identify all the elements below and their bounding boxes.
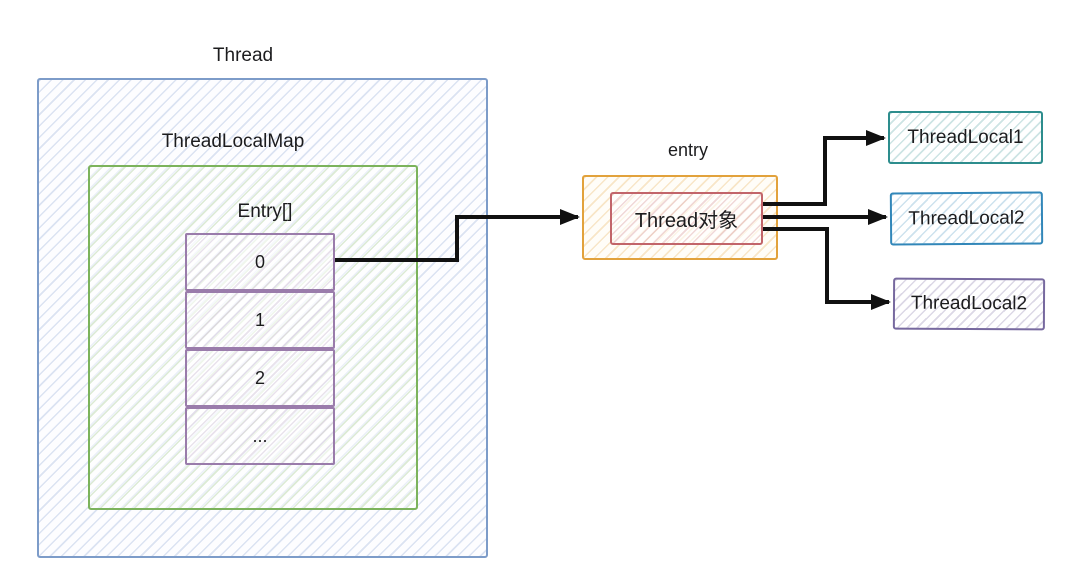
entry-box-title: entry (667, 140, 709, 160)
thread-box-title: Thread (212, 45, 274, 66)
threadlocal1-label: ThreadLocal1 (907, 126, 1024, 148)
entry-cell-1: 1 (185, 291, 335, 349)
entry-cell-more: ... (185, 407, 335, 465)
threadlocal2-purple-box: ThreadLocal2 (892, 277, 1046, 331)
entry-cell-0: 0 (185, 233, 335, 291)
threadlocal2-blue-box: ThreadLocal2 (889, 191, 1044, 246)
arrow-entry-to-threadlocal2-purple (763, 227, 891, 310)
entry-array-title: Entry[] (237, 201, 293, 222)
entry-cell-2: 2 (185, 349, 335, 407)
threadlocal2-purple-label: ThreadLocal2 (910, 292, 1028, 315)
threadlocalmap-title: ThreadLocalMap (161, 131, 305, 152)
thread-object-label: Thread对象 (634, 210, 739, 232)
threadlocal1-box: ThreadLocal1 (888, 111, 1043, 164)
threadlocal2-blue-label: ThreadLocal2 (908, 207, 1025, 229)
arrow-entry-to-threadlocal1 (763, 130, 886, 206)
entry-array: 0 1 2 ... (185, 233, 335, 465)
thread-object-box: Thread对象 (610, 192, 763, 245)
